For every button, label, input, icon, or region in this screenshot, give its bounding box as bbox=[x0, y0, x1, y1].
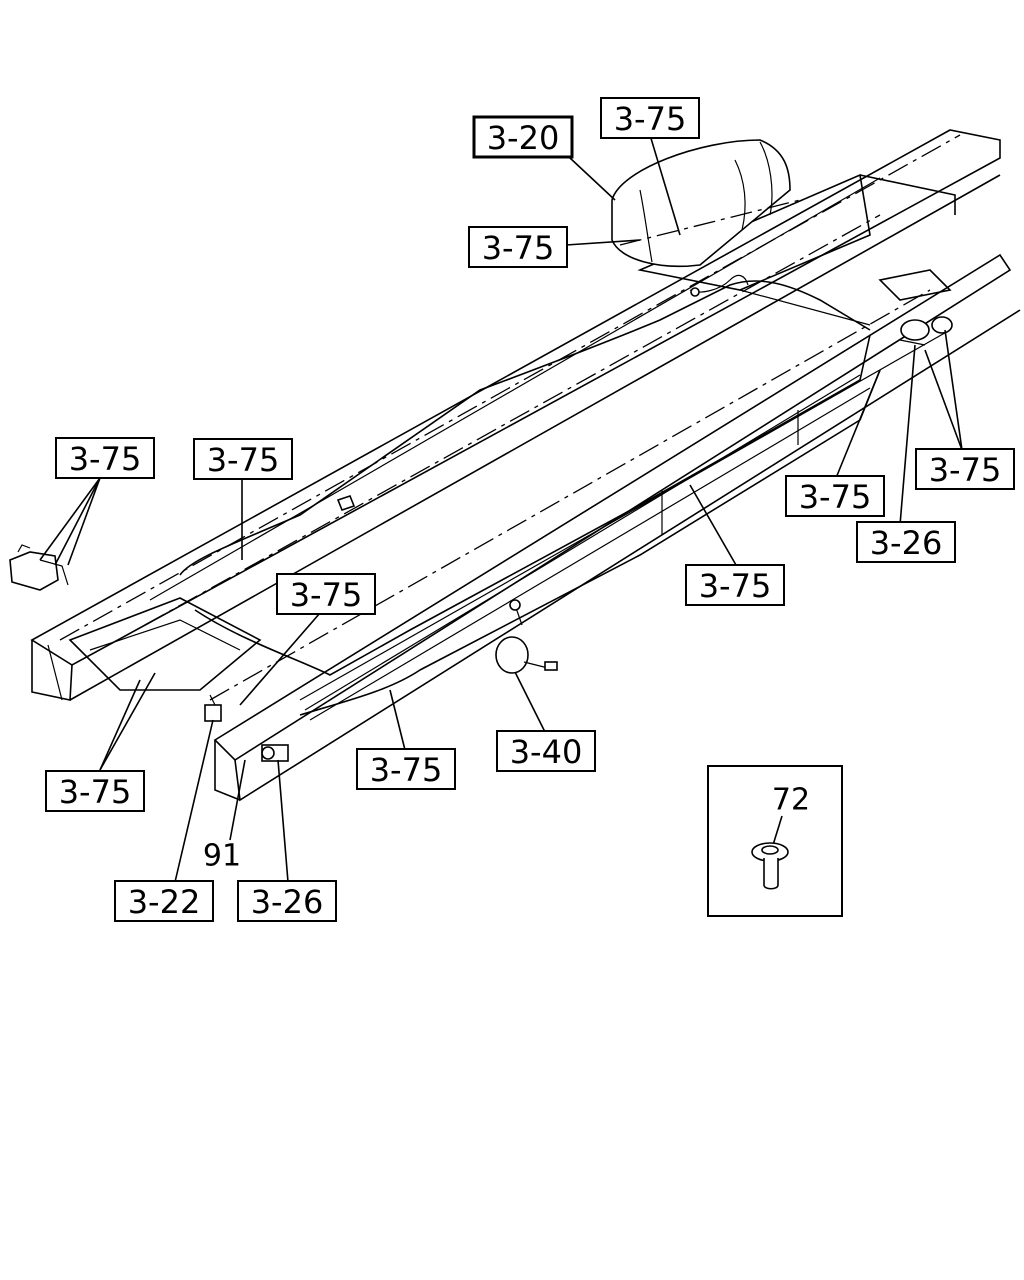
callout-3-20: 3-20 bbox=[472, 115, 574, 159]
callout-label: 3-75 bbox=[290, 576, 363, 614]
leader-lines bbox=[39, 134, 963, 883]
callout-3-75-left: 3-75 bbox=[55, 437, 155, 479]
callout-label: 3-75 bbox=[614, 100, 687, 138]
callout-3-75-upper: 3-75 bbox=[468, 226, 568, 268]
chassis-frame bbox=[30, 129, 1021, 802]
callout-3-75-lower: 3-75 bbox=[356, 748, 456, 790]
tank-cylinder bbox=[611, 139, 801, 268]
bottom-fitting-part bbox=[261, 744, 289, 762]
hose-part bbox=[689, 274, 749, 297]
callout-label: 3-75 bbox=[699, 567, 772, 605]
callout-label: 3-40 bbox=[510, 733, 583, 771]
callout-label: 3-75 bbox=[69, 440, 142, 478]
part-label-91: 91 bbox=[203, 839, 241, 874]
fuel-tank bbox=[59, 134, 961, 721]
callout-label: 3-26 bbox=[870, 524, 943, 562]
clip-part bbox=[336, 495, 356, 511]
callout-label: 3-75 bbox=[482, 229, 555, 267]
callout-3-75-bottom-left: 3-75 bbox=[45, 770, 145, 812]
callout-label: 3-20 bbox=[487, 119, 560, 157]
callout-3-75-mid: 3-75 bbox=[276, 573, 376, 615]
callout-label: 3-75 bbox=[207, 441, 280, 479]
callout-3-75-top: 3-75 bbox=[600, 97, 700, 139]
callout-3-75-right-b: 3-75 bbox=[915, 448, 1015, 490]
callout-label: 3-75 bbox=[59, 773, 132, 811]
right-fitting-part bbox=[899, 316, 953, 346]
callout-label: 3-22 bbox=[128, 883, 201, 921]
left-bracket-part bbox=[9, 544, 69, 591]
callout-3-26-right: 3-26 bbox=[856, 521, 956, 563]
part-label-72: 72 bbox=[772, 783, 810, 818]
callout-label: 3-75 bbox=[929, 451, 1002, 489]
callout-label: 3-75 bbox=[799, 478, 872, 516]
callout-label: 3-75 bbox=[370, 751, 443, 789]
callout-3-40: 3-40 bbox=[496, 730, 596, 772]
bolt-part bbox=[751, 842, 789, 890]
inset-part-72: 72 bbox=[707, 765, 843, 917]
callout-3-75-right-a: 3-75 bbox=[785, 475, 885, 517]
callout-3-26-bottom: 3-26 bbox=[237, 880, 337, 922]
valve-part bbox=[495, 599, 558, 674]
callout-3-75-rail: 3-75 bbox=[685, 564, 785, 606]
callout-3-22: 3-22 bbox=[114, 880, 214, 922]
callout-label: 3-26 bbox=[251, 883, 324, 921]
callout-3-75-frame: 3-75 bbox=[193, 438, 293, 480]
